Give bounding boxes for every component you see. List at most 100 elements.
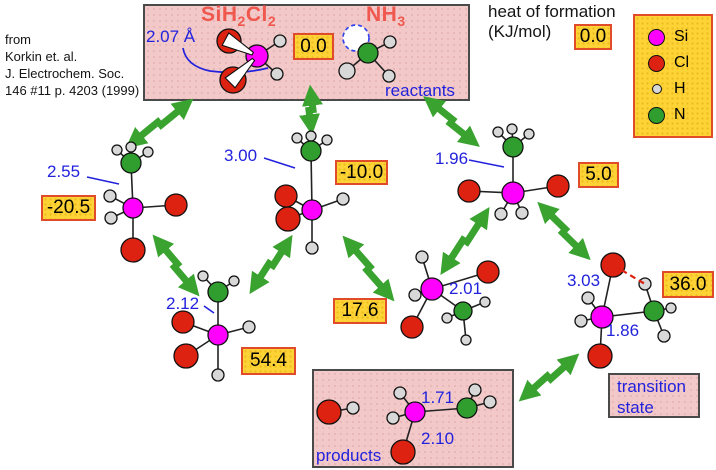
h-atom bbox=[103, 189, 117, 203]
energy-complex-255: -20.5 bbox=[41, 195, 96, 221]
reaction-arrow bbox=[249, 234, 293, 295]
cl-atom bbox=[390, 439, 416, 465]
h-atom bbox=[408, 288, 422, 302]
arrow-half bbox=[545, 353, 580, 384]
h-atom bbox=[321, 134, 333, 146]
arrow-half bbox=[440, 235, 468, 276]
molecule-isomer-54-4 bbox=[171, 270, 256, 382]
cl-atom bbox=[275, 206, 301, 232]
h-atom bbox=[657, 329, 671, 343]
h-atom bbox=[346, 401, 360, 415]
n-atom bbox=[453, 301, 473, 321]
h-atom bbox=[270, 67, 284, 81]
h-atom bbox=[273, 34, 287, 48]
reaction-arrow bbox=[299, 84, 323, 136]
h-atom bbox=[383, 35, 397, 49]
arrow-half bbox=[445, 118, 480, 147]
dashed-bond bbox=[612, 264, 646, 285]
arrow-half bbox=[342, 235, 375, 272]
products-label: products bbox=[316, 446, 382, 465]
energy-reactants: 0.0 bbox=[293, 33, 334, 60]
arrow-half bbox=[268, 234, 293, 271]
heat-of-formation-units: (KJ/mol) bbox=[488, 22, 552, 41]
h-atom bbox=[104, 211, 118, 225]
legend-label: Cl bbox=[674, 54, 690, 71]
h-atom bbox=[211, 368, 225, 382]
si-swatch-icon bbox=[648, 28, 665, 46]
h-atom bbox=[386, 411, 400, 425]
transition-state-box bbox=[608, 373, 700, 418]
h-atom bbox=[305, 130, 317, 142]
h-atom bbox=[574, 314, 588, 328]
distance-label-300: 3.00 bbox=[224, 146, 258, 165]
arrow-half bbox=[302, 84, 323, 114]
h-atom bbox=[479, 296, 491, 308]
molecule-complex-2-55 bbox=[103, 141, 188, 263]
cl-atom bbox=[171, 310, 195, 334]
molecule-complex-3-00 bbox=[274, 130, 350, 255]
legend-item-n: N bbox=[648, 106, 711, 125]
reaction-arrow bbox=[342, 235, 395, 302]
h-atom bbox=[415, 250, 429, 264]
arrow-half bbox=[125, 117, 163, 149]
legend-label: Si bbox=[674, 28, 689, 45]
products-box bbox=[312, 369, 514, 468]
n-atom bbox=[207, 281, 229, 303]
energy-complex-196: 5.0 bbox=[578, 162, 619, 188]
wedge-bond bbox=[221, 32, 255, 56]
h-atom bbox=[338, 62, 356, 80]
arrow-half bbox=[156, 98, 194, 130]
leader-line bbox=[86, 176, 120, 185]
si-atom bbox=[122, 197, 144, 219]
h-atom bbox=[506, 123, 518, 135]
h-atom bbox=[523, 128, 535, 140]
cl-atom bbox=[400, 315, 424, 339]
cl-atom bbox=[457, 179, 481, 203]
reactants-label: reactants bbox=[385, 81, 455, 100]
legend-item-si: Si bbox=[648, 28, 711, 47]
citation-line: Korkin et. al. bbox=[5, 49, 78, 64]
h-atom bbox=[460, 334, 472, 346]
leader-line bbox=[468, 159, 505, 168]
h-atom bbox=[242, 320, 256, 334]
wedge-bond bbox=[224, 57, 256, 89]
transition-state-label: transition state bbox=[617, 376, 686, 418]
legend-item-h: H bbox=[648, 80, 711, 99]
h-atom bbox=[228, 275, 240, 287]
cl-atom bbox=[476, 260, 500, 284]
citation-line: 146 #11 p. 4203 (1999) bbox=[5, 83, 140, 98]
citation: from Korkin et. al. J. Electrochem. Soc.… bbox=[5, 31, 139, 99]
legend-item-cl: Cl bbox=[648, 54, 711, 73]
n-swatch-icon bbox=[648, 106, 665, 124]
reaction-arrow bbox=[152, 234, 200, 297]
si-atom bbox=[404, 401, 426, 423]
arrow-half bbox=[249, 258, 274, 295]
molecule-sih2cl2-reactant bbox=[216, 28, 287, 94]
energy-example: 0.0 bbox=[574, 24, 612, 50]
h-atom bbox=[382, 69, 396, 83]
reaction-arrow bbox=[440, 206, 490, 276]
energy-isomer: 54.4 bbox=[241, 347, 296, 375]
h-atom bbox=[305, 241, 319, 255]
arrow-half bbox=[169, 262, 200, 297]
h-atom bbox=[197, 270, 209, 282]
energy-transition-state: 36.0 bbox=[662, 271, 714, 298]
distance-label-171: 1.71 bbox=[421, 388, 455, 407]
h-atom bbox=[483, 395, 497, 409]
h-atom bbox=[515, 206, 529, 220]
arrow-half bbox=[537, 201, 571, 235]
distance-label-212: 2.12 bbox=[166, 294, 200, 313]
transition-state-label-line1: transition bbox=[617, 377, 686, 396]
legend-label: H bbox=[674, 80, 686, 97]
distance-label-196: 1.96 bbox=[435, 149, 469, 168]
reaction-arrow bbox=[537, 201, 591, 261]
h-atom bbox=[441, 312, 453, 324]
h-atom bbox=[125, 141, 137, 153]
h-atom bbox=[581, 291, 595, 305]
h-atom bbox=[142, 146, 154, 158]
distance-label-303: 3.03 bbox=[567, 271, 601, 290]
h-atom bbox=[393, 386, 407, 400]
molecule-complex-1-96 bbox=[457, 123, 570, 221]
h-atom bbox=[291, 132, 303, 144]
